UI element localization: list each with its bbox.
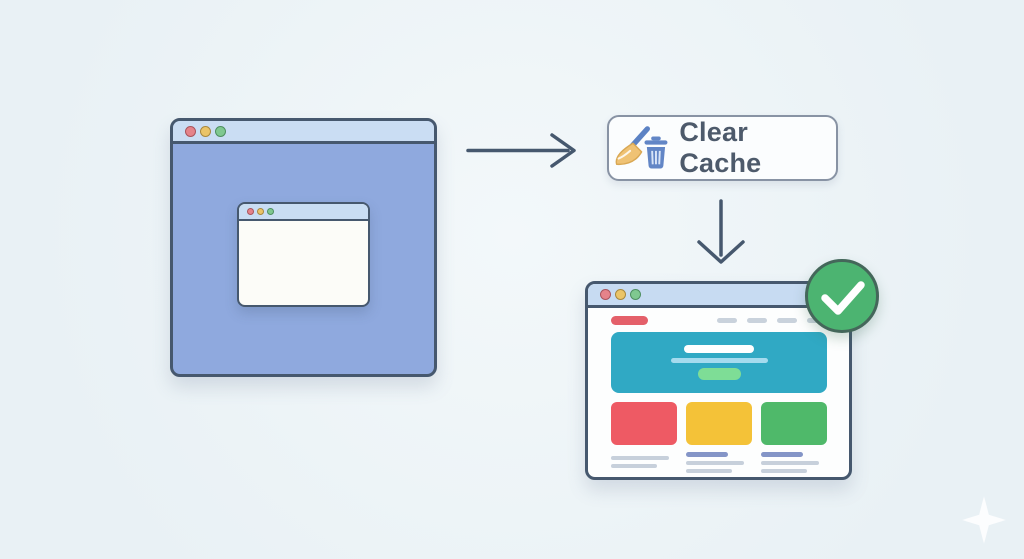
caption-title-bar [686, 452, 729, 457]
maximize-dot-icon [267, 208, 274, 215]
caption-column [761, 452, 827, 473]
broom-trash-icon [615, 126, 668, 169]
minimize-dot-icon [200, 125, 211, 137]
content-cards [611, 402, 827, 445]
hero-headline-bar [684, 345, 754, 353]
clear-cache-label: Clear Cache [679, 117, 762, 178]
site-logo-pill [611, 315, 648, 325]
refreshed-browser-window [585, 281, 852, 480]
red-card [611, 402, 677, 445]
close-dot-icon [600, 289, 611, 300]
hero-subheadline-bar [670, 358, 768, 363]
caption-text-line [761, 469, 808, 473]
minimize-dot-icon [615, 289, 626, 300]
arrow-down [692, 197, 749, 273]
success-badge [805, 259, 879, 333]
caption-text-line [611, 456, 670, 460]
caption-text-line [761, 461, 820, 465]
hero-banner [611, 332, 827, 393]
green-card [761, 402, 827, 445]
nav-link-dash [777, 317, 797, 323]
result-page-content [588, 308, 849, 473]
maximize-dot-icon [630, 289, 641, 300]
arrow-down-icon [697, 199, 745, 264]
caption-column [611, 452, 677, 473]
yellow-card [686, 402, 752, 445]
stale-browser-window [170, 118, 437, 377]
arrow-right-icon [466, 133, 576, 168]
maximize-dot-icon [215, 125, 226, 137]
card-captions [611, 452, 827, 473]
nav-link-dash [747, 317, 767, 323]
caption-text-line [686, 469, 733, 473]
caption-text-line [686, 461, 745, 465]
caption-column [686, 452, 752, 473]
broom-icon [615, 126, 650, 166]
close-dot-icon [185, 125, 196, 137]
hero-cta-pill [697, 368, 741, 380]
caption-text-line [611, 464, 658, 468]
caption-title-bar [761, 452, 804, 457]
arrow-right [464, 131, 579, 175]
page-navbar [611, 315, 827, 325]
trash-icon [644, 136, 668, 169]
nav-link-dash [717, 317, 737, 323]
nested-popup-window [237, 202, 370, 307]
close-dot-icon [247, 208, 254, 215]
minimize-dot-icon [257, 208, 264, 215]
sparkle-icon [962, 496, 1006, 544]
check-icon [821, 281, 865, 315]
stale-window-titlebar [173, 121, 434, 144]
popup-titlebar [239, 204, 368, 221]
clear-cache-button[interactable]: Clear Cache [607, 115, 838, 181]
